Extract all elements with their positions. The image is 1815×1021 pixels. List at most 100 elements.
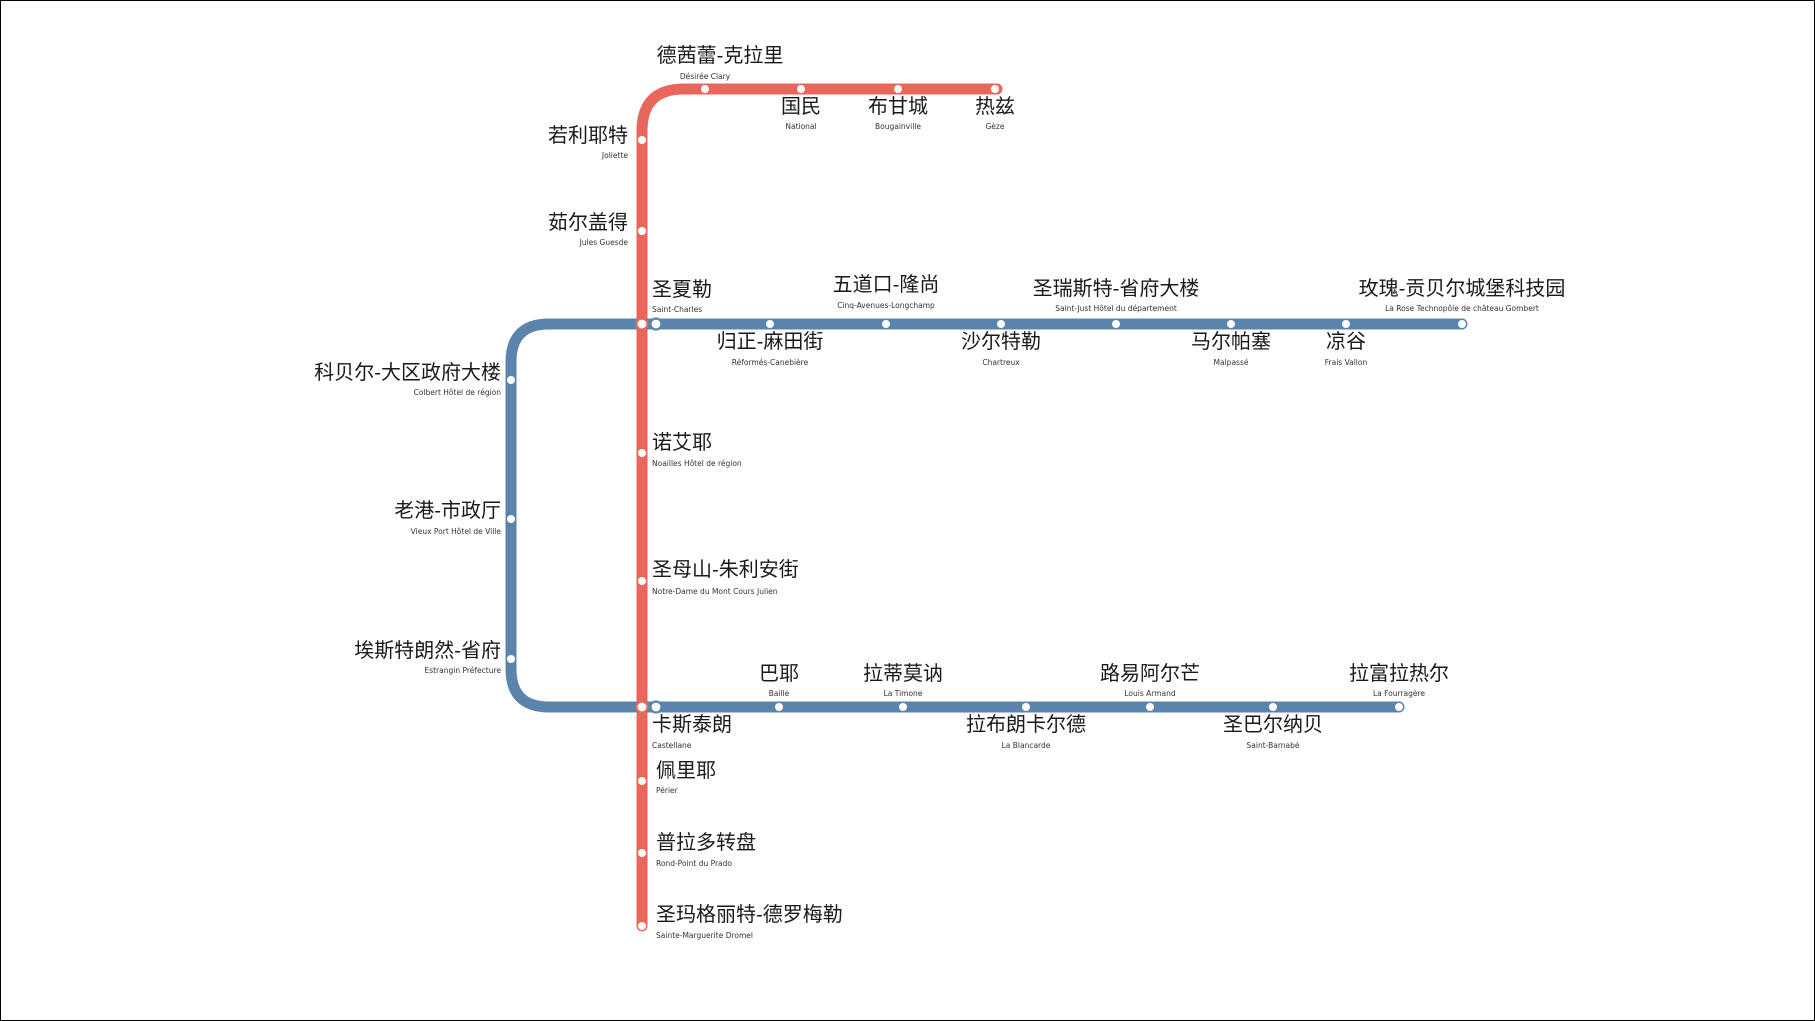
station-dot <box>766 320 774 328</box>
station-dot <box>775 703 783 711</box>
station-perier[interactable] <box>638 777 646 785</box>
station-name-fr: Jules Guesde <box>579 238 629 247</box>
station-name-fr: Cinq-Avenues-Longchamp <box>837 301 935 310</box>
station-dot <box>638 777 646 785</box>
station-dot <box>882 320 890 328</box>
station-reformes[interactable] <box>766 320 774 328</box>
station-name-fr: National <box>785 122 816 131</box>
station-dot <box>997 320 1005 328</box>
station-dot <box>1269 703 1277 711</box>
station-notre-dame[interactable] <box>638 577 646 585</box>
station-name-zh: 马尔帕塞 <box>1191 329 1271 353</box>
station-saint-charles[interactable] <box>635 317 663 331</box>
station-name-fr: Chartreux <box>982 358 1020 367</box>
station-dot <box>638 136 646 144</box>
station-name-fr: Vieux Port Hôtel de Ville <box>411 527 502 536</box>
station-desiree-clary[interactable] <box>701 85 709 93</box>
station-saint-barnabe[interactable] <box>1269 703 1277 711</box>
station-dot <box>1342 320 1350 328</box>
station-vieux-port[interactable] <box>507 515 515 523</box>
station-name-zh: 茹尔盖得 <box>548 210 628 234</box>
station-la-fourragere[interactable] <box>1395 703 1403 711</box>
station-name-zh: 圣母山-朱利安街 <box>652 557 799 581</box>
station-name-zh: 路易阿尔芒 <box>1100 661 1200 685</box>
station-name-zh: 老港-市政厅 <box>394 498 501 522</box>
station-name-fr: Joliette <box>601 151 628 160</box>
station-name-zh: 圣巴尔纳贝 <box>1223 712 1323 736</box>
metro-line-red <box>636 83 1003 932</box>
station-dot <box>701 85 709 93</box>
station-name-fr: Bougainville <box>875 122 921 131</box>
station-name-zh: 巴耶 <box>759 661 799 685</box>
station-name-fr: Castellane <box>652 741 692 750</box>
station-dot <box>638 449 646 457</box>
station-saint-just[interactable] <box>1112 320 1120 328</box>
station-name-zh: 圣瑞斯特-省府大楼 <box>1033 276 1200 300</box>
station-dot <box>507 655 515 663</box>
station-bougainville[interactable] <box>894 85 902 93</box>
station-colbert[interactable] <box>507 376 515 384</box>
station-name-fr: Noailles Hôtel de région <box>652 459 742 468</box>
station-dot <box>899 703 907 711</box>
interchange-marker <box>635 317 649 331</box>
station-noailles[interactable] <box>638 449 646 457</box>
station-la-rose[interactable] <box>1458 320 1466 328</box>
metro-line-blue-north <box>505 318 1468 713</box>
station-name-zh: 凉谷 <box>1326 329 1366 353</box>
station-name-fr: Frais Vallon <box>1325 358 1368 367</box>
station-national[interactable] <box>797 85 805 93</box>
station-name-fr: La Timone <box>884 689 923 698</box>
station-la-timone[interactable] <box>899 703 907 711</box>
station-name-zh: 若利耶特 <box>548 123 628 147</box>
station-rond-point[interactable] <box>638 849 646 857</box>
station-name-fr: Gèze <box>986 122 1005 131</box>
station-sainte-marguerite[interactable] <box>638 922 646 930</box>
station-name-zh: 卡斯泰朗 <box>652 712 732 736</box>
station-cinq-avenues[interactable] <box>882 320 890 328</box>
station-dot <box>1146 703 1154 711</box>
station-name-zh: 普拉多转盘 <box>656 830 756 854</box>
station-name-fr: Notre-Dame du Mont Cours Julien <box>652 587 778 596</box>
station-jules-guesde[interactable] <box>638 227 646 235</box>
station-name-zh: 玫瑰-贡贝尔城堡科技园 <box>1359 276 1566 300</box>
station-name-zh: 热兹 <box>975 94 1015 118</box>
station-dot <box>894 85 902 93</box>
station-dot <box>991 85 999 93</box>
station-frais-vallon[interactable] <box>1342 320 1350 328</box>
station-name-zh: 圣夏勒 <box>652 277 712 301</box>
station-name-fr: Estrangin Préfecture <box>424 666 501 675</box>
station-name-fr: Réformés-Canebière <box>732 358 809 367</box>
station-geze[interactable] <box>991 85 999 93</box>
station-name-fr: Baille <box>769 689 790 698</box>
station-name-zh: 科贝尔-大区政府大楼 <box>314 360 501 384</box>
station-name-zh: 诺艾耶 <box>652 430 712 454</box>
station-name-zh: 布甘城 <box>868 94 928 118</box>
station-name-zh: 佩里耶 <box>656 758 716 782</box>
station-name-fr: Périer <box>656 786 679 795</box>
station-dot <box>797 85 805 93</box>
station-name-zh: 五道口-隆尚 <box>833 272 940 296</box>
station-name-zh: 圣玛格丽特-德罗梅勒 <box>656 902 843 926</box>
station-castellane[interactable] <box>635 700 663 714</box>
station-name-fr: Colbert Hôtel de région <box>414 388 502 397</box>
station-name-fr: Malpassé <box>1214 358 1249 367</box>
station-chartreux[interactable] <box>997 320 1005 328</box>
station-malpasse[interactable] <box>1227 320 1235 328</box>
station-name-zh: 沙尔特勒 <box>961 329 1041 353</box>
interchange-marker <box>635 700 649 714</box>
station-dot <box>638 577 646 585</box>
station-name-fr: Saint-Barnabé <box>1247 741 1300 750</box>
station-dot <box>1395 703 1403 711</box>
station-dot <box>638 849 646 857</box>
station-name-zh: 埃斯特朗然-省府 <box>354 638 501 662</box>
station-louis-armand[interactable] <box>1146 703 1154 711</box>
station-la-blancarde[interactable] <box>1022 703 1030 711</box>
station-joliette[interactable] <box>638 136 646 144</box>
station-dot <box>1112 320 1120 328</box>
station-estrangin[interactable] <box>507 655 515 663</box>
station-baille[interactable] <box>775 703 783 711</box>
station-dot <box>507 376 515 384</box>
station-name-fr: Sainte-Marguerite Dromel <box>656 931 753 940</box>
station-name-zh: 拉富拉热尔 <box>1349 661 1449 685</box>
